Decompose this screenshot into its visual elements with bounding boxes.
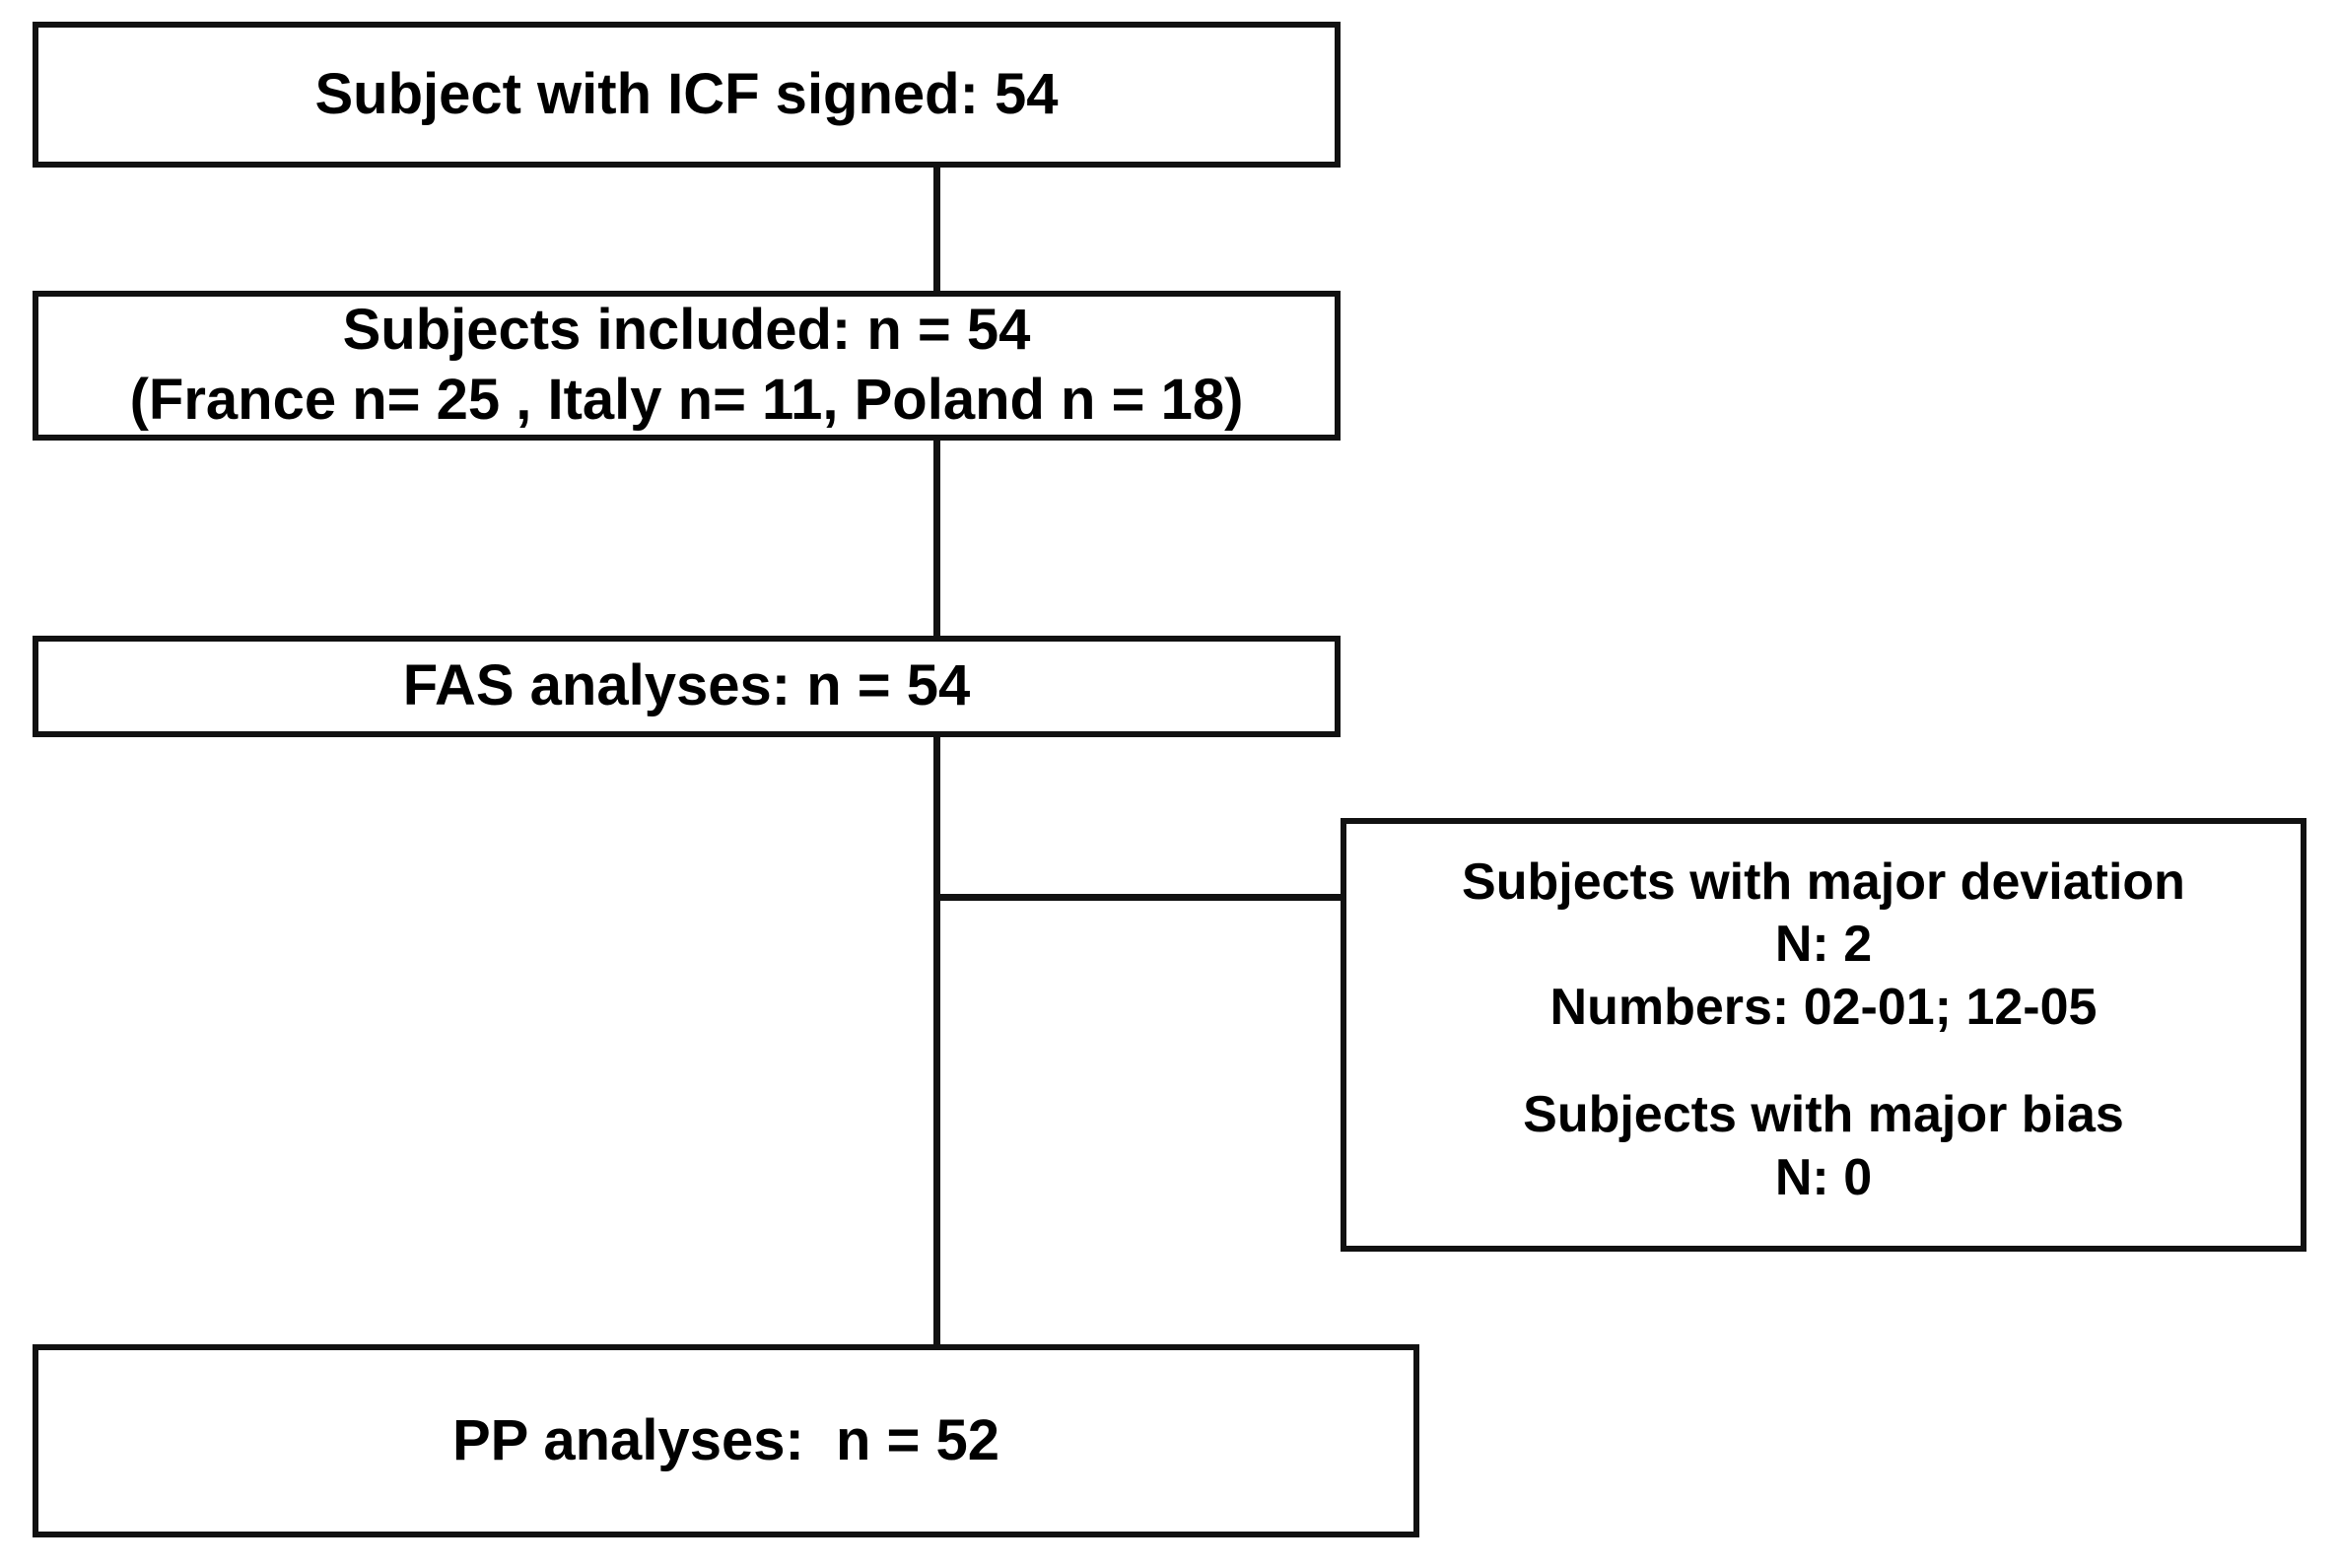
connector-icf-to-included: [933, 166, 940, 294]
node-included-line-2: (France n= 25 , Italy n= 11, Poland n = …: [129, 368, 1244, 432]
node-deviation-line-1: Subjects with major deviation: [1462, 853, 2185, 911]
node-fas-line-1: FAS analyses: n = 54: [402, 653, 971, 718]
node-deviation-line-4: Subjects with major bias: [1523, 1086, 2124, 1144]
node-subjects-with-major-deviation-and-bias: Subjects with major deviation N: 2 Numbe…: [1341, 818, 2306, 1252]
node-included-line-1: Subjects included: n = 54: [342, 298, 1031, 363]
node-deviation-line-3: Numbers: 02-01; 12-05: [1549, 978, 2098, 1036]
node-pp-analyses: PP analyses: n = 52: [33, 1344, 1419, 1537]
node-fas-analyses: FAS analyses: n = 54: [33, 636, 1341, 737]
connector-trunk-to-deviation: [933, 894, 1344, 901]
node-icf-line-1: Subject with ICF signed: 54: [314, 61, 1059, 126]
node-subject-with-icf-signed: Subject with ICF signed: 54: [33, 22, 1341, 168]
node-deviation-line-2: N: 2: [1774, 916, 1873, 974]
connector-fas-to-pp: [933, 735, 940, 1348]
node-pp-line-1: PP analyses: n = 52: [451, 1407, 1000, 1472]
node-subjects-included: Subjects included: n = 54 (France n= 25 …: [33, 291, 1341, 441]
connector-included-to-fas: [933, 439, 940, 639]
node-deviation-line-5: N: 0: [1774, 1148, 1873, 1206]
